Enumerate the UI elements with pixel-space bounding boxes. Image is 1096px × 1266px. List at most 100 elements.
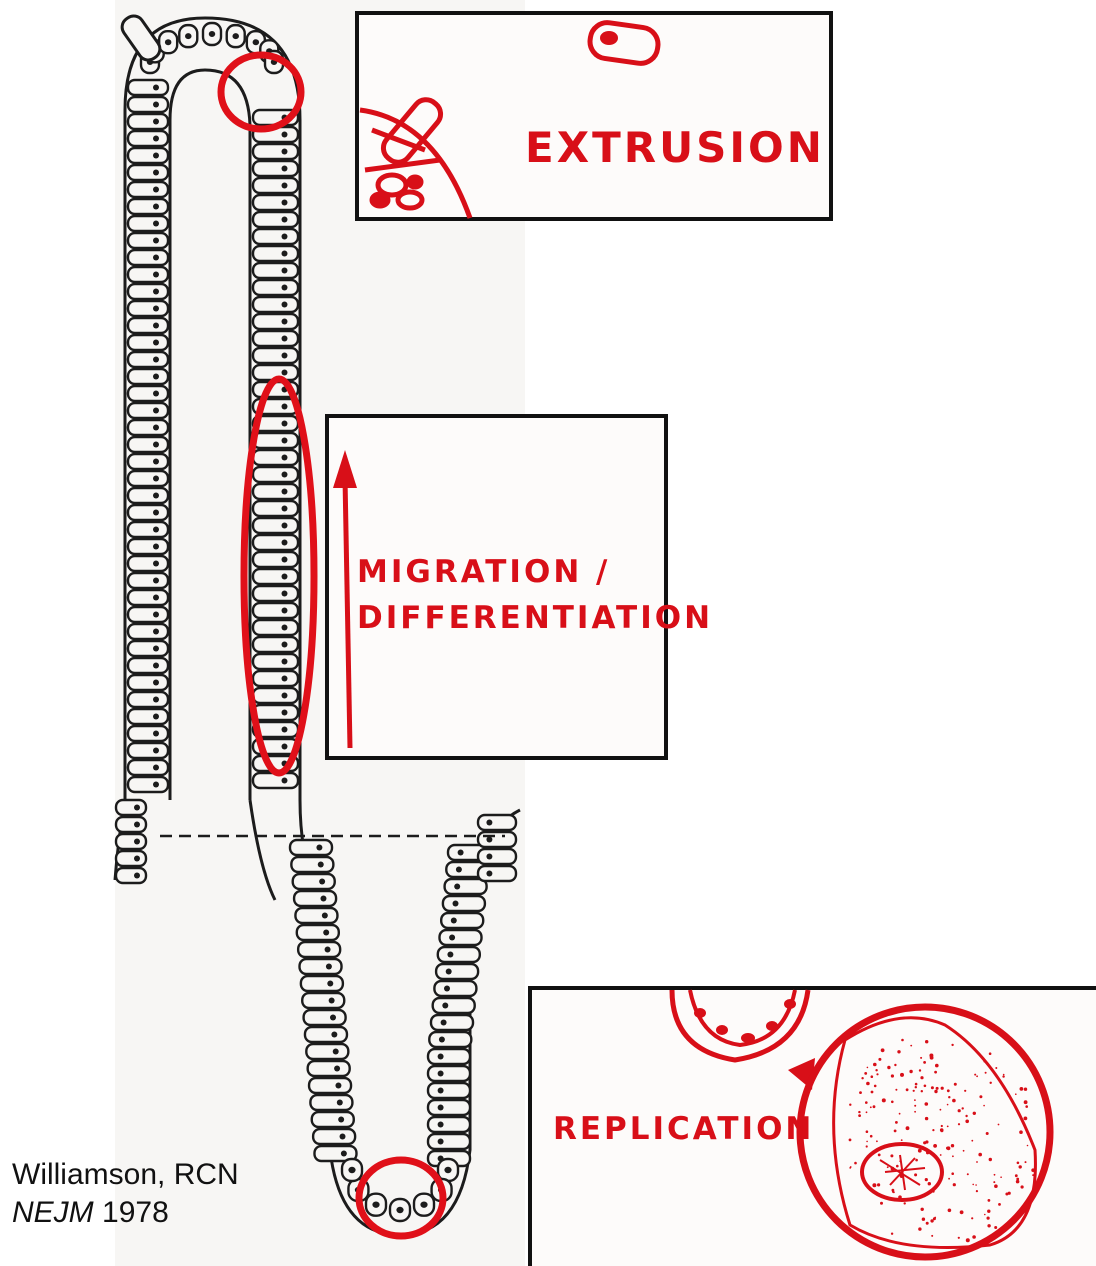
- stipple-dot: [909, 1070, 912, 1073]
- cell-nucleus: [282, 472, 288, 478]
- cell-nucleus: [438, 1088, 444, 1094]
- stipple-dot: [933, 1144, 937, 1148]
- stipple-dot: [891, 1167, 895, 1171]
- stipple-dot: [986, 1132, 989, 1135]
- stipple-dot: [958, 1237, 960, 1239]
- cell-nucleus: [282, 370, 288, 376]
- stipple-dot: [989, 1052, 992, 1055]
- epithelial-cell: [445, 879, 487, 894]
- cell-nucleus: [441, 1020, 447, 1026]
- stipple-dot: [936, 1087, 939, 1090]
- cell-nucleus: [153, 782, 159, 788]
- epithelial-cell: [438, 947, 480, 962]
- epithelial-cell: [253, 280, 298, 295]
- epithelial-cell: [253, 467, 298, 482]
- stipple-dot: [870, 1106, 872, 1108]
- stipple-dot: [895, 1089, 897, 1091]
- stipple-dot: [951, 1044, 953, 1046]
- epithelial-cell: [253, 603, 298, 618]
- cell-nucleus: [282, 574, 288, 580]
- stipple-dot: [904, 1202, 906, 1204]
- stipple-dot: [1025, 1105, 1028, 1108]
- epithelial-cell: [253, 586, 298, 601]
- epithelial-cell: [128, 777, 168, 792]
- cell-nucleus: [444, 986, 450, 992]
- epithelial-cell: [305, 1027, 347, 1042]
- epithelial-cell: [298, 942, 340, 957]
- stipple-dot: [925, 1040, 928, 1043]
- stipple-dot: [934, 1217, 936, 1219]
- stipple-dot: [887, 1166, 889, 1168]
- stipple-dot: [990, 1082, 992, 1084]
- cell-nucleus: [330, 1015, 336, 1021]
- cell-nucleus: [153, 476, 159, 482]
- epithelial-cell: [128, 420, 168, 435]
- epithelial-cell: [128, 709, 168, 724]
- cell-nucleus: [282, 744, 288, 750]
- epithelial-cell: [436, 964, 478, 979]
- stipple-dot: [849, 1139, 852, 1142]
- cell-nucleus: [282, 353, 288, 359]
- epithelial-cell: [128, 148, 168, 163]
- stipple-dot: [897, 1050, 900, 1053]
- epithelial-cell: [253, 161, 298, 176]
- citation-journal: NEJM: [12, 1196, 94, 1229]
- stipple-dot: [940, 1129, 943, 1132]
- cell-nucleus: [282, 132, 288, 138]
- stipple-dot: [931, 1235, 933, 1237]
- stipple-dot: [906, 1126, 910, 1130]
- stipple-dot: [874, 1085, 877, 1088]
- migration-panel: MIGRATION / DIFFERENTIATION: [327, 416, 713, 758]
- epithelial-cell: [253, 450, 298, 465]
- stipple-dot: [892, 1189, 895, 1192]
- cell-nucleus: [153, 238, 159, 244]
- cell-nucleus: [153, 680, 159, 686]
- stipple-dot: [906, 1165, 908, 1167]
- stipple-dot: [891, 1101, 894, 1104]
- citation: Williamson, RCN NEJM 1978: [12, 1156, 239, 1232]
- cell-nucleus: [153, 527, 159, 533]
- cell-nucleus: [153, 578, 159, 584]
- cell-nucleus: [282, 659, 288, 665]
- stipple-dot: [887, 1066, 890, 1069]
- cell-nucleus: [451, 918, 457, 924]
- cell-nucleus: [185, 33, 191, 39]
- epithelial-cell: [253, 518, 298, 533]
- stipple-dot: [1021, 1185, 1024, 1188]
- cell-nucleus: [282, 166, 288, 172]
- epithelial-cell: [116, 800, 146, 815]
- epithelial-cell: [253, 535, 298, 550]
- stipple-dot: [920, 1057, 922, 1059]
- epithelial-cell: [428, 1117, 470, 1132]
- stipple-dot: [948, 1096, 950, 1098]
- epithelial-cell: [306, 1044, 348, 1059]
- stipple-dot: [965, 1120, 969, 1124]
- epithelial-cell: [313, 1129, 355, 1144]
- stipple-dot: [914, 1173, 917, 1176]
- cell-nucleus: [153, 187, 159, 193]
- cell-nucleus: [458, 850, 464, 856]
- stipple-dot: [935, 1064, 939, 1068]
- cell-nucleus: [134, 856, 140, 862]
- cell-nucleus: [153, 357, 159, 363]
- stipple-dot: [861, 1077, 863, 1079]
- stipple-dot: [965, 1115, 967, 1117]
- epithelial-cell: [128, 216, 168, 231]
- epithelial-cell: [253, 331, 298, 346]
- stipple-dot: [973, 1112, 976, 1115]
- stipple-dot: [947, 1126, 949, 1128]
- epithelial-cell: [441, 913, 483, 928]
- stipple-dot: [985, 1072, 987, 1074]
- cell-nucleus: [438, 1139, 444, 1145]
- epithelial-cell: [128, 743, 168, 758]
- stipple-dot: [924, 1085, 927, 1088]
- stipple-dot: [915, 1083, 918, 1086]
- epithelial-cell: [253, 688, 298, 703]
- stipple-dot: [859, 1091, 862, 1094]
- stipple-dot: [923, 1061, 926, 1064]
- cell-nucleus: [165, 39, 171, 45]
- stipple-dot: [899, 1160, 901, 1162]
- stipple-dot: [940, 1154, 942, 1156]
- cell-nucleus: [327, 981, 333, 987]
